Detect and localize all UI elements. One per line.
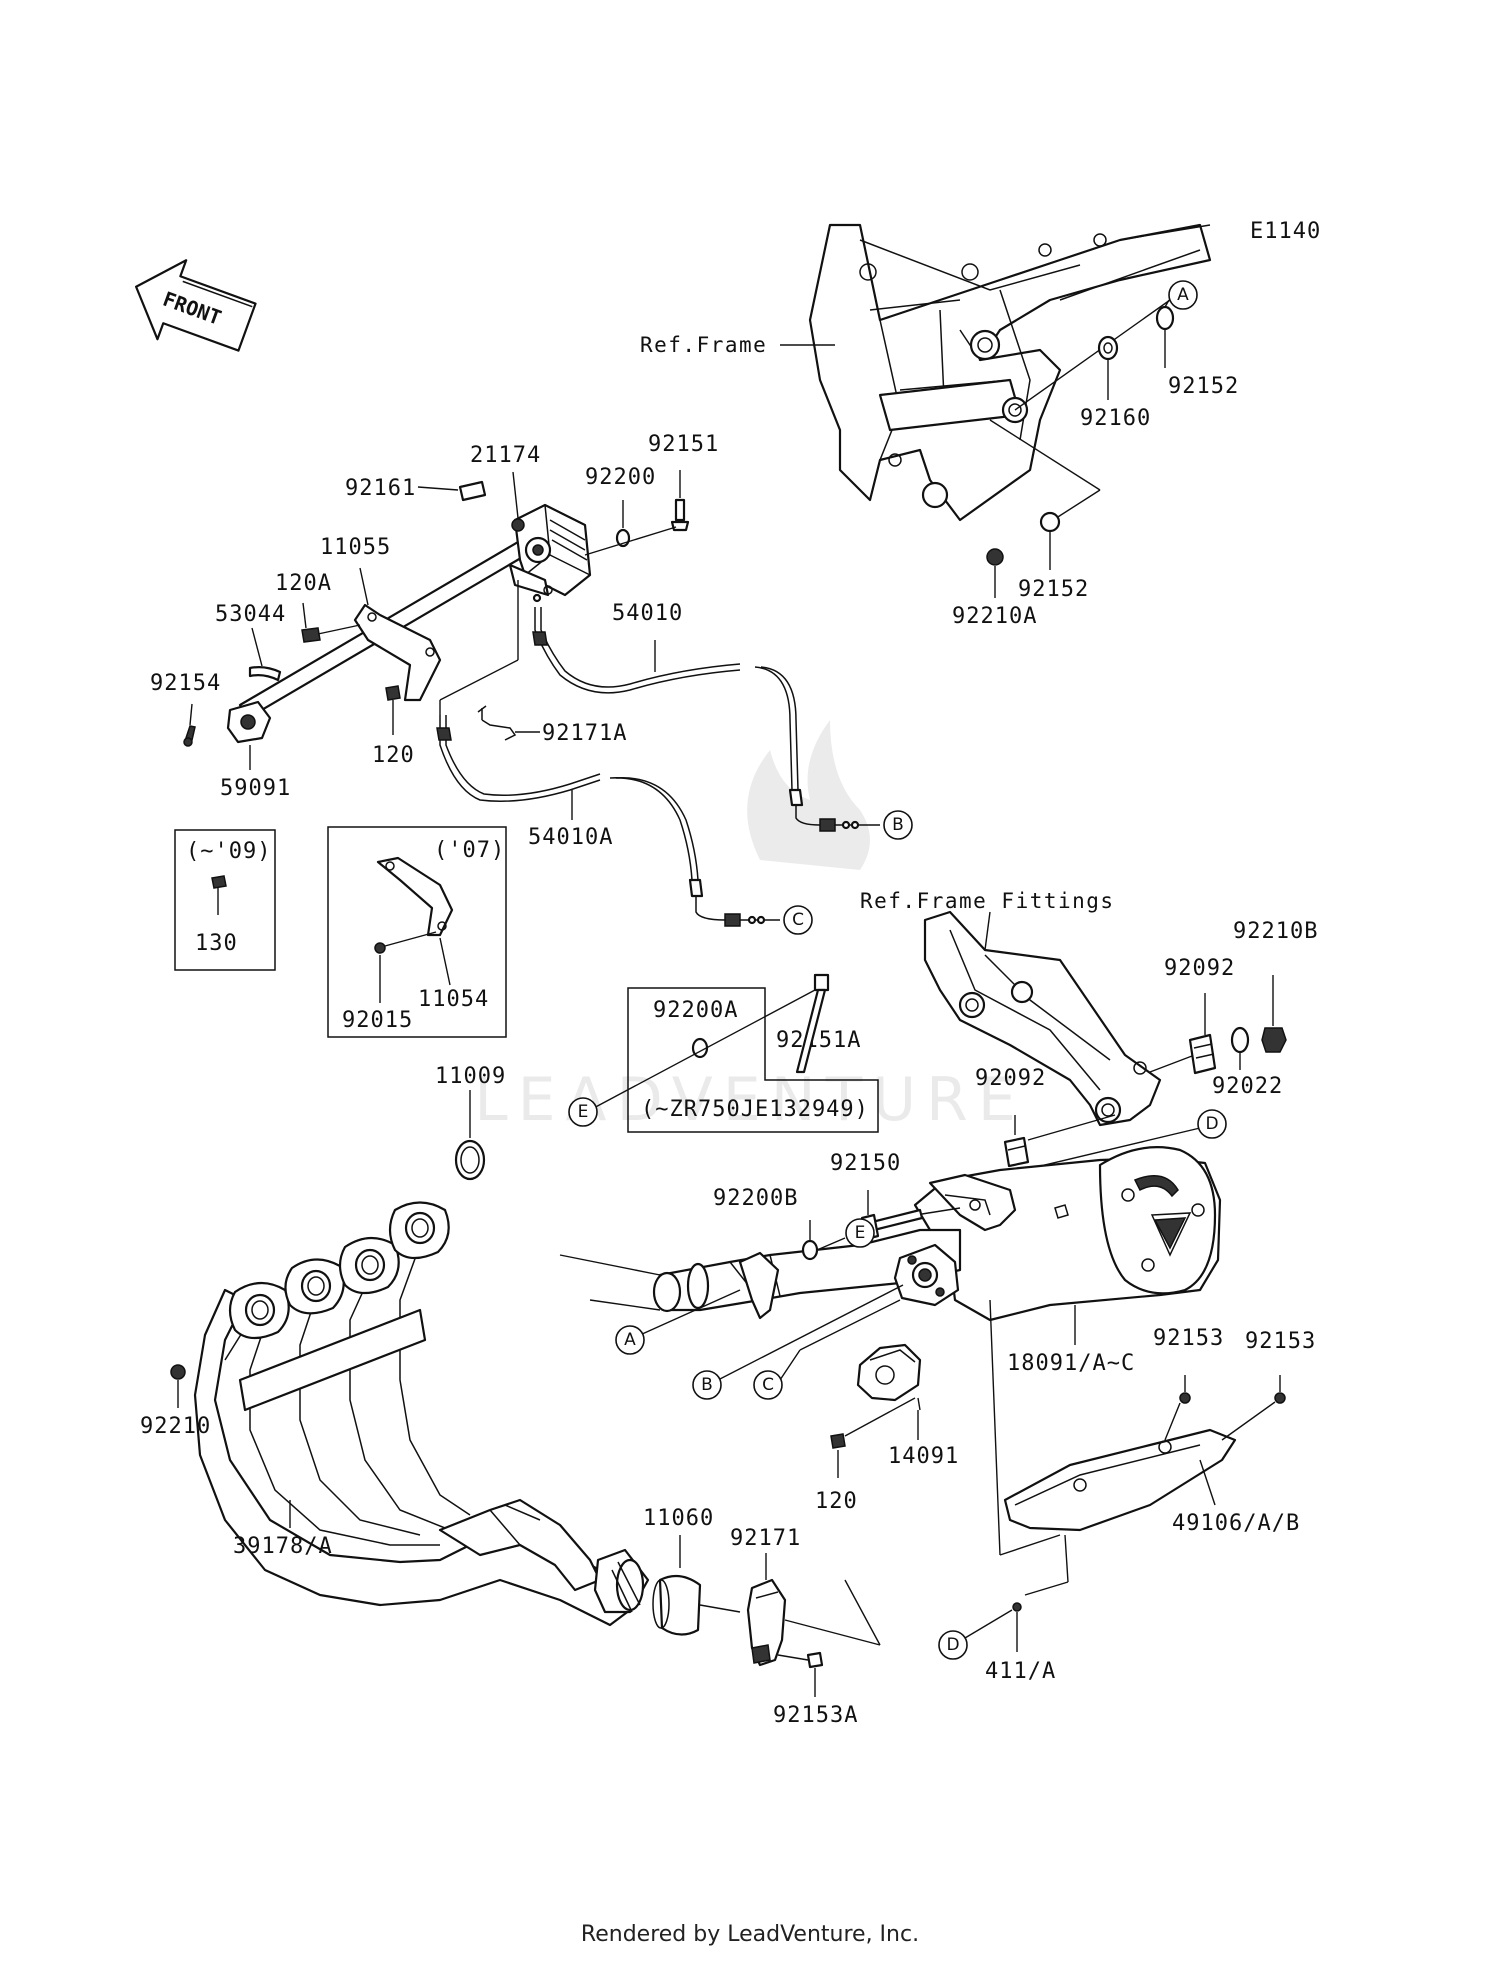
header-flanges [228, 1201, 450, 1340]
part-120-top: 120 [372, 743, 415, 768]
frame-drawing [808, 223, 1212, 522]
part-92210A: 92210A [952, 604, 1037, 629]
part-92200: 92200 [585, 465, 656, 490]
ref-frame-label: Ref.Frame [640, 333, 767, 357]
part-92092-mid: 92092 [975, 1066, 1046, 1091]
variant-box-09 [174, 829, 276, 971]
part-92210: 92210 [140, 1414, 211, 1439]
part-11054: 11054 [418, 987, 489, 1012]
grommet-92092-top [1188, 1033, 1217, 1075]
washer-92152-bottom [1039, 511, 1061, 533]
part-49106: 49106/A/B [1172, 1511, 1300, 1536]
nut-92210A [986, 548, 1004, 566]
part-14091: 14091 [888, 1444, 959, 1469]
diagram-code: E1140 [1250, 219, 1321, 244]
svg-text:C: C [762, 1375, 774, 1395]
part-92151: 92151 [648, 432, 719, 457]
part-92092-top: 92092 [1164, 956, 1235, 981]
spacer-92160 [1097, 335, 1119, 361]
svg-text:B: B [892, 815, 904, 835]
part-130: 130 [195, 931, 238, 956]
callout-A-lower: A [615, 1325, 645, 1355]
part-92153-left: 92153 [1153, 1326, 1224, 1351]
callout-C-lower: C [753, 1370, 783, 1400]
part-92022: 92022 [1212, 1074, 1283, 1099]
serial-range-label: (~ZR750JE132949) [641, 1097, 869, 1122]
part-39178: 39178/A [233, 1534, 333, 1559]
part-92154: 92154 [150, 671, 221, 696]
part-92161: 92161 [345, 476, 416, 501]
part-11009: 11009 [435, 1064, 506, 1089]
part-120-bottom: 120 [815, 1489, 858, 1514]
ref-frame-fittings-label: Ref.Frame Fittings [860, 889, 1115, 913]
variant-label-09: (~'09) [186, 839, 271, 864]
callout-D-upper: D [1197, 1109, 1227, 1139]
callout-E-upper: E [568, 1097, 598, 1127]
part-92153A: 92153A [773, 1703, 858, 1728]
callout-E-lower: E [845, 1218, 875, 1248]
callout-B-lower: B [692, 1370, 722, 1400]
variant-label-07: ('07) [434, 838, 505, 863]
part-59091: 59091 [220, 776, 291, 801]
part-54010: 54010 [612, 601, 683, 626]
part-92015: 92015 [342, 1008, 413, 1033]
part-11060: 11060 [643, 1506, 714, 1531]
washer-92152-top [1155, 305, 1175, 331]
part-92200A: 92200A [653, 998, 738, 1023]
watermark-text: LEADVENTURE [474, 1065, 1026, 1135]
part-92153-right: 92153 [1245, 1329, 1316, 1354]
svg-text:B: B [701, 1375, 713, 1395]
part-92171A: 92171A [542, 721, 627, 746]
part-21174: 21174 [470, 443, 541, 468]
part-92151A: 92151A [776, 1028, 861, 1053]
part-92152-top: 92152 [1168, 374, 1239, 399]
svg-text:E: E [855, 1223, 866, 1243]
svg-text:D: D [946, 1635, 959, 1655]
part-92171: 92171 [730, 1526, 801, 1551]
part-120A: 120A [275, 571, 332, 596]
part-92150: 92150 [830, 1151, 901, 1176]
variant-box-07 [327, 826, 507, 1038]
part-18091: 18091/A~C [1007, 1351, 1135, 1376]
watermark: LEADVENTURE [474, 720, 1026, 1135]
render-credit: Rendered by LeadVenture, Inc. [580, 1922, 920, 1947]
svg-text:A: A [1177, 285, 1189, 305]
part-53044: 53044 [215, 602, 286, 627]
part-92160: 92160 [1080, 406, 1151, 431]
serial-box [627, 987, 879, 1133]
svg-text:C: C [792, 910, 804, 930]
svg-text:D: D [1205, 1114, 1218, 1134]
callout-C-top: C [783, 905, 813, 935]
callout-A-top: A [1168, 280, 1198, 310]
part-92200B: 92200B [713, 1186, 798, 1211]
callout-D-lower: D [938, 1630, 968, 1660]
svg-text:A: A [624, 1330, 636, 1350]
svg-text:E: E [578, 1102, 589, 1122]
part-54010A: 54010A [528, 825, 613, 850]
callout-B-top: B [883, 810, 913, 840]
part-92210B: 92210B [1233, 919, 1318, 944]
part-11055: 11055 [320, 535, 391, 560]
front-arrow-icon: FRONT [135, 259, 257, 352]
part-92152-bottom: 92152 [1018, 577, 1089, 602]
part-411: 411/A [985, 1659, 1056, 1684]
